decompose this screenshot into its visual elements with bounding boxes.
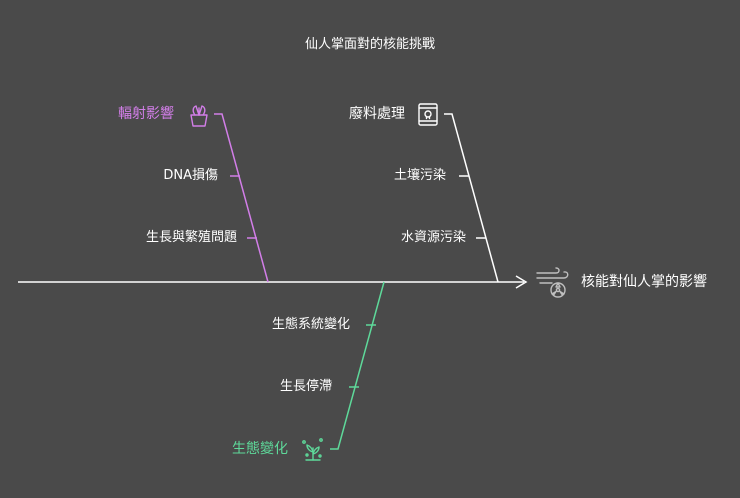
cause-water-pollution: 水資源污染 — [400, 230, 466, 245]
category-label-ecology: 生態變化 — [232, 441, 288, 457]
cause-soil-pollution: 土壤污染 — [393, 168, 446, 183]
cactus-pot-icon — [190, 105, 208, 127]
bone-waste — [444, 113, 499, 283]
cause-ecosystem-change: 生態系統變化 — [271, 317, 350, 332]
spine-arrowhead — [515, 275, 528, 289]
dying-plant-icon — [302, 438, 323, 461]
bone-ecology — [330, 281, 385, 450]
cause-growth-reproduction: 生長與繁殖問題 — [145, 230, 237, 245]
category-label-radiation: 輻射影響 — [118, 106, 174, 122]
cause-growth-stagnation: 生長停滯 — [279, 379, 332, 394]
category-label-waste: 廢料處理 — [349, 106, 405, 122]
nuclear-wind-icon — [536, 267, 569, 298]
effect-label: 核能對仙人掌的影響 — [581, 274, 707, 290]
diagram-title: 仙人掌面對的核能挑戰 — [304, 37, 435, 52]
toxic-barrel-icon — [418, 103, 438, 126]
cause-dna-damage: DNA損傷 — [163, 168, 218, 183]
bone-radiation — [214, 113, 269, 283]
